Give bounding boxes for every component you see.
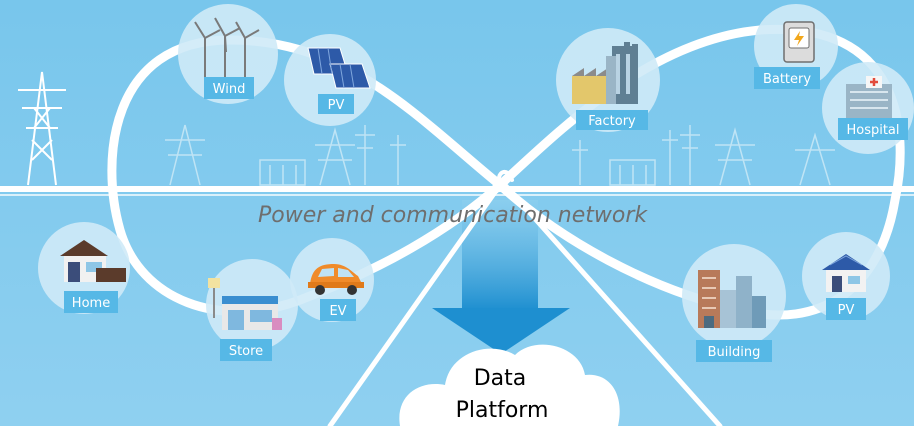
node-label-factory: Factory	[588, 114, 636, 129]
hospital-icon	[846, 76, 892, 118]
factory-icon	[572, 42, 638, 104]
node-label-hospital: Hospital	[846, 123, 899, 138]
background-pylons-icon	[165, 124, 835, 186]
data-flow-arrow	[432, 200, 570, 354]
node-store: Store	[206, 259, 298, 361]
store-icon	[208, 278, 282, 330]
ground-line-thin	[0, 194, 914, 196]
node-label-pv-right: PV	[838, 303, 855, 318]
solar-panel-icon	[307, 47, 371, 89]
house-icon	[60, 240, 126, 282]
wind-turbine-icon	[194, 17, 260, 80]
node-label-wind: Wind	[213, 82, 246, 97]
node-home: Home	[38, 222, 130, 314]
node-ev: EV	[290, 238, 374, 322]
node-battery: Battery	[754, 4, 838, 89]
transmission-tower-icon	[18, 71, 66, 186]
node-label-building: Building	[708, 345, 761, 360]
node-label-battery: Battery	[763, 72, 811, 87]
platform-title-line1: Data	[474, 366, 527, 391]
office-building-icon	[698, 270, 766, 328]
node-label-ev: EV	[329, 304, 346, 319]
node-building: Building	[682, 244, 786, 362]
node-wind: Wind	[178, 4, 278, 104]
platform-title-line2: Platform	[456, 398, 549, 423]
solar-house-icon	[822, 254, 870, 292]
electric-car-icon	[308, 264, 364, 295]
node-factory: Factory	[556, 28, 660, 132]
node-pv-right: PV	[802, 232, 890, 320]
node-label-pv-top: PV	[328, 98, 345, 113]
node-pv-top: PV	[284, 34, 376, 126]
data-platform-cloud	[399, 344, 620, 426]
node-hospital: Hospital	[822, 62, 914, 154]
node-label-store: Store	[229, 344, 263, 359]
battery-icon	[783, 21, 815, 63]
network-label: Power and communication network	[258, 203, 648, 228]
ground-line	[0, 186, 914, 192]
node-label-home: Home	[72, 296, 110, 311]
